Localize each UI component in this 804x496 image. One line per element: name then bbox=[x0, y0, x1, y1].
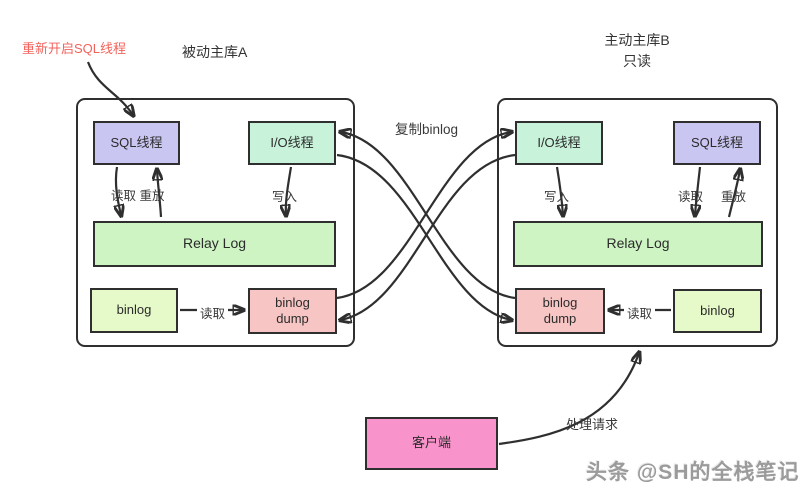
b-read-binlog-label: 读取 bbox=[624, 303, 656, 322]
restart-sql-thread-annotation: 重新开启SQL线程 bbox=[22, 41, 127, 56]
master-b-binlog-box: binlog bbox=[673, 289, 762, 333]
master-a-binlog-box: binlog bbox=[90, 288, 178, 333]
master-b-sql-thread-box: SQL线程 bbox=[673, 121, 761, 165]
master-b-relay-log-box: Relay Log bbox=[513, 221, 763, 267]
arrow-b-io-to-a-dump bbox=[341, 153, 516, 320]
master-b-title-line2: 只读 bbox=[623, 53, 651, 69]
master-a-io-thread-box: I/O线程 bbox=[248, 121, 336, 165]
a-read-replay-label: 读取 重放 bbox=[111, 189, 165, 203]
master-a-title: 被动主库A bbox=[182, 44, 248, 60]
handle-request-label: 处理请求 bbox=[566, 417, 619, 432]
master-a-sql-thread-box: SQL线程 bbox=[93, 121, 180, 165]
a-read-binlog-label: 读取 bbox=[197, 303, 229, 322]
master-b-title: 主动主库B 只读 bbox=[572, 30, 702, 72]
watermark: 头条 @SH的全栈笔记 bbox=[586, 461, 800, 484]
master-a-binlog-dump-label: binlog dump bbox=[275, 294, 310, 326]
master-b-binlog-dump-label: binlog dump bbox=[542, 294, 578, 326]
master-a-binlog-dump-box: binlog dump bbox=[248, 288, 337, 334]
b-write-label: 写入 bbox=[544, 190, 570, 204]
master-b-binlog-dump-box: binlog dump bbox=[515, 288, 605, 334]
a-write-label: 写入 bbox=[272, 190, 298, 204]
master-b-title-line1: 主动主库B bbox=[604, 32, 670, 48]
master-b-io-thread-box: I/O线程 bbox=[515, 121, 603, 165]
b-replay-label: 重放 bbox=[721, 190, 747, 204]
arrow-a-dump-to-b-io bbox=[336, 132, 511, 300]
copy-binlog-label: 复制binlog bbox=[395, 122, 459, 137]
master-a-relay-log-box: Relay Log bbox=[93, 221, 336, 267]
arrow-b-dump-to-a-io bbox=[341, 132, 516, 300]
b-read-label: 读取 bbox=[678, 190, 704, 204]
arrow-a-io-to-b-dump bbox=[336, 153, 511, 320]
client-box: 客户端 bbox=[365, 417, 498, 470]
